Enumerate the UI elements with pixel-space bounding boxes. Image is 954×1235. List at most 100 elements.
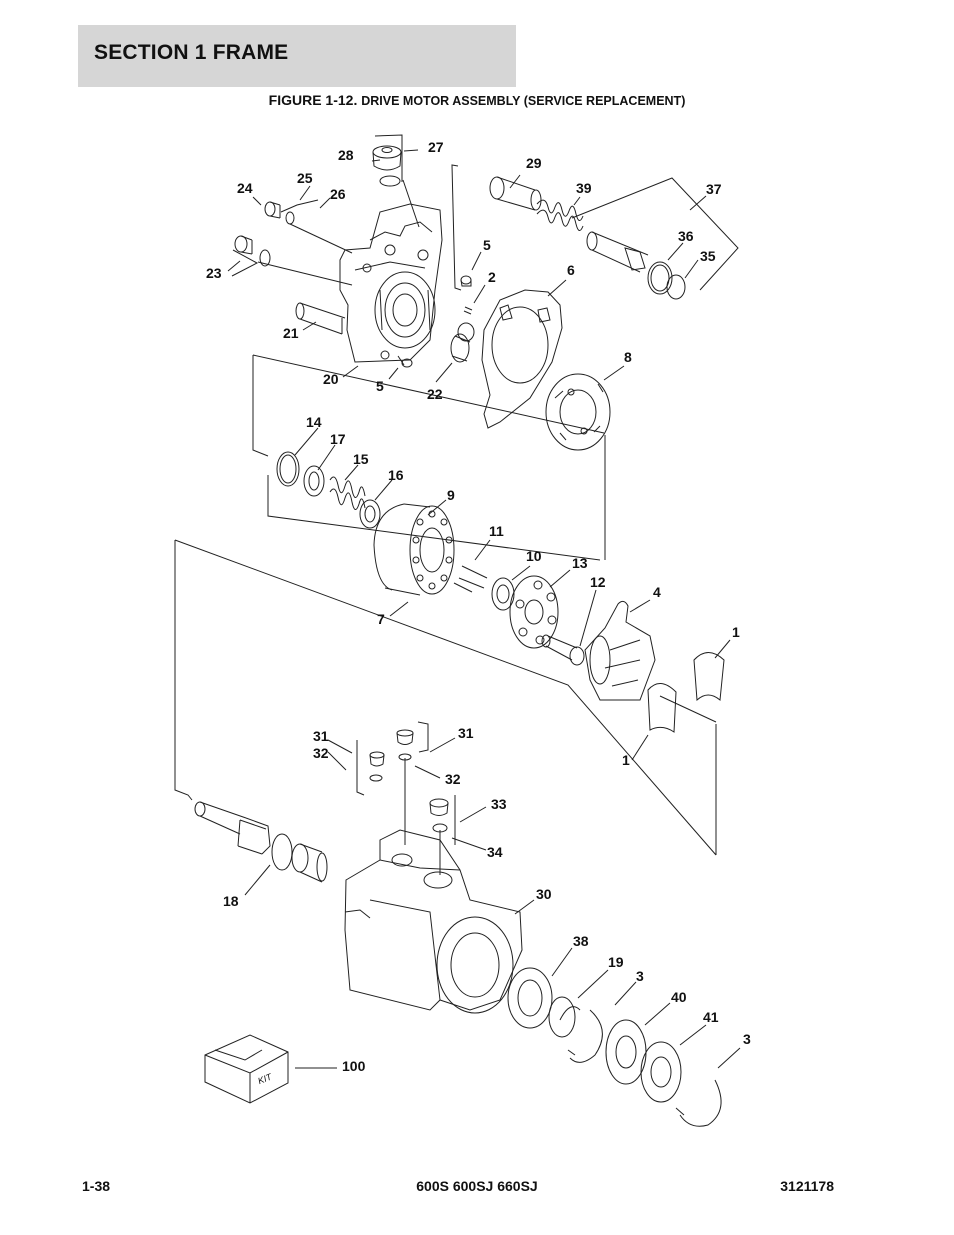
spring-15 xyxy=(329,476,366,510)
bearing-38 xyxy=(507,967,553,1029)
callout-3a: 3 xyxy=(636,968,644,984)
callout-31a: 31 xyxy=(313,728,329,744)
callout-2: 2 xyxy=(488,269,496,285)
bracket-23 xyxy=(231,249,259,277)
document-number: 3121178 xyxy=(780,1178,834,1194)
bolt-24 xyxy=(234,235,253,255)
callout-8: 8 xyxy=(624,349,632,365)
o-ring-32a xyxy=(369,774,383,782)
spring-39 xyxy=(536,199,584,231)
bracket-37 xyxy=(571,177,739,291)
callout-39: 39 xyxy=(576,180,592,196)
o-ring-36 xyxy=(647,261,673,295)
callout-5b: 5 xyxy=(376,378,384,394)
washer-17 xyxy=(303,465,325,497)
callout-26: 26 xyxy=(330,186,346,202)
plug-31b xyxy=(396,729,414,745)
cylinder-block-9 xyxy=(373,503,455,596)
retaining-ring-3b xyxy=(675,1079,722,1127)
plug-35 xyxy=(666,274,686,300)
callout-32a: 32 xyxy=(313,745,329,761)
callout-31b: 31 xyxy=(458,725,474,741)
bolt-21 xyxy=(295,302,346,335)
callout-22: 22 xyxy=(427,386,443,402)
port-plug-28 xyxy=(372,145,402,187)
callout-28: 28 xyxy=(338,147,354,163)
spool-37 xyxy=(586,231,649,273)
bearing-half-1b xyxy=(647,683,677,733)
callout-1a: 1 xyxy=(732,624,740,640)
callout-11: 11 xyxy=(489,523,504,539)
piston-12 xyxy=(541,634,585,666)
swashplate-4 xyxy=(584,600,656,701)
model-list: 600S 600SJ 660SJ xyxy=(416,1178,538,1194)
figure-title: FIGURE 1-12. DRIVE MOTOR ASSEMBLY (SERVI… xyxy=(0,92,954,108)
figure-caption: DRIVE MOTOR ASSEMBLY (SERVICE REPLACEMEN… xyxy=(361,94,686,108)
pin-2 xyxy=(463,306,473,315)
callout-40: 40 xyxy=(671,989,687,1005)
gasket-6 xyxy=(481,289,563,429)
ball-guide-10 xyxy=(491,577,515,611)
callout-16: 16 xyxy=(388,467,404,483)
callout-23: 23 xyxy=(206,265,222,281)
drive-shaft-18 xyxy=(194,801,328,883)
section-title: SECTION 1 FRAME xyxy=(94,41,289,64)
pins-11 xyxy=(453,565,488,593)
bracket-27 xyxy=(374,134,403,182)
callout-14: 14 xyxy=(306,414,322,430)
callout-36: 36 xyxy=(678,228,694,244)
callout-32b: 32 xyxy=(445,771,461,787)
pin-5a xyxy=(460,275,472,287)
callout-7: 7 xyxy=(377,611,385,627)
ring-19 xyxy=(548,996,576,1038)
callout-24: 24 xyxy=(237,180,253,196)
callout-10: 10 xyxy=(526,548,542,564)
callout-27: 27 xyxy=(428,139,444,155)
callout-21: 21 xyxy=(283,325,299,341)
bracket-rotating-group xyxy=(252,355,606,561)
callout-25: 25 xyxy=(297,170,313,186)
callout-13: 13 xyxy=(572,555,588,571)
callout-5a: 5 xyxy=(483,237,491,253)
kit-label: KIT xyxy=(256,1071,274,1086)
callout-37: 37 xyxy=(706,181,722,197)
callout-29: 29 xyxy=(526,155,542,171)
callout-41: 41 xyxy=(703,1009,719,1025)
retaining-ring-3a xyxy=(559,1006,603,1063)
callout-33: 33 xyxy=(491,796,507,812)
callout-38: 38 xyxy=(573,933,589,949)
callout-100: 100 xyxy=(342,1058,366,1074)
page-number: 1-38 xyxy=(82,1178,111,1194)
bracket-25-26 xyxy=(280,199,319,213)
sleeve-29 xyxy=(489,176,542,211)
callout-3b: 3 xyxy=(743,1031,751,1047)
callout-20: 20 xyxy=(323,371,339,387)
callout-19: 19 xyxy=(608,954,624,970)
ring-14 xyxy=(276,451,300,487)
callout-34: 34 xyxy=(487,844,503,860)
callout-12: 12 xyxy=(590,574,606,590)
plug-31a xyxy=(369,751,385,767)
seal-40 xyxy=(605,1019,647,1085)
bearing-half-1a xyxy=(693,652,725,702)
retainer-plate-13 xyxy=(509,575,559,649)
washer-16 xyxy=(359,499,381,529)
bearing-22 xyxy=(450,322,475,363)
callout-15: 15 xyxy=(353,451,369,467)
callout-17: 17 xyxy=(330,431,346,447)
callout-30: 30 xyxy=(536,886,552,902)
callout-4: 4 xyxy=(653,584,661,600)
end-cap-body xyxy=(339,203,443,363)
motor-housing-30 xyxy=(344,829,523,1014)
kit-box xyxy=(204,1034,289,1104)
plug-33 xyxy=(429,798,449,816)
bolt-25 xyxy=(264,201,281,219)
callout-9: 9 xyxy=(447,487,455,503)
callout-6: 6 xyxy=(567,262,575,278)
pin-5b xyxy=(397,355,413,368)
figure-number: FIGURE 1-12. xyxy=(268,92,358,108)
section-header: SECTION 1 FRAME xyxy=(78,25,516,87)
bracket-5-2 xyxy=(451,164,462,291)
valve-plate-8 xyxy=(545,373,611,451)
